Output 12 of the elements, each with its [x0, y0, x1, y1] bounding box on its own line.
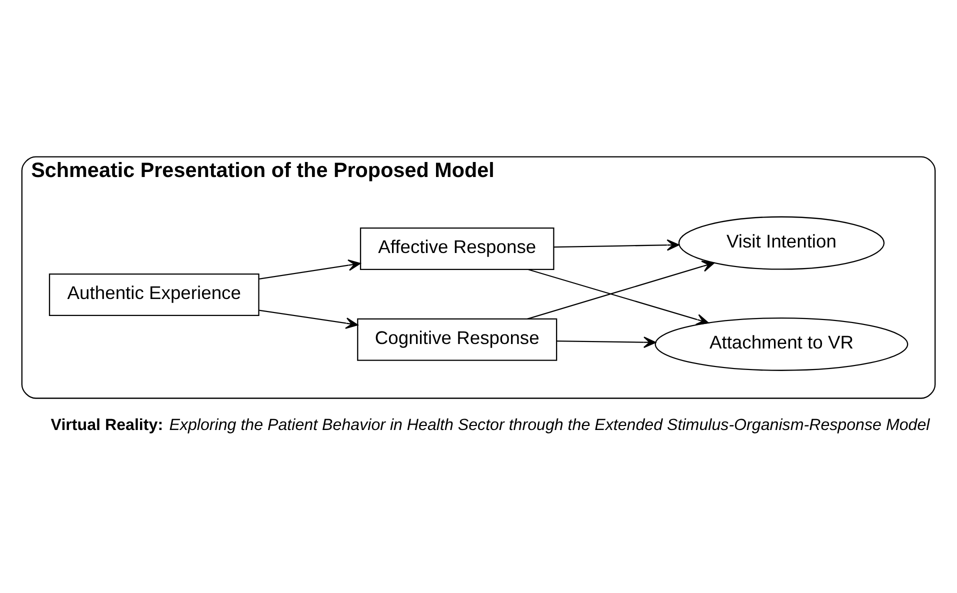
node-ellipse: Attachment to VR — [654, 317, 908, 371]
arrow — [556, 336, 656, 348]
arrow — [528, 268, 709, 326]
caption: Virtual Reality: Exploring the Patient Behavior in Health Sector through the Extended Stimulus-Organism-Response Model — [50, 416, 930, 434]
node-box: Authentic Experience — [48, 274, 260, 316]
arrow — [554, 239, 680, 251]
arrow — [259, 310, 358, 329]
node-box: Cognitive Response — [357, 318, 558, 361]
arrow — [527, 260, 715, 320]
node-ellipse: Visit Intention — [678, 216, 885, 270]
node-box: Affective Response — [360, 228, 554, 270]
arrow — [259, 259, 361, 280]
